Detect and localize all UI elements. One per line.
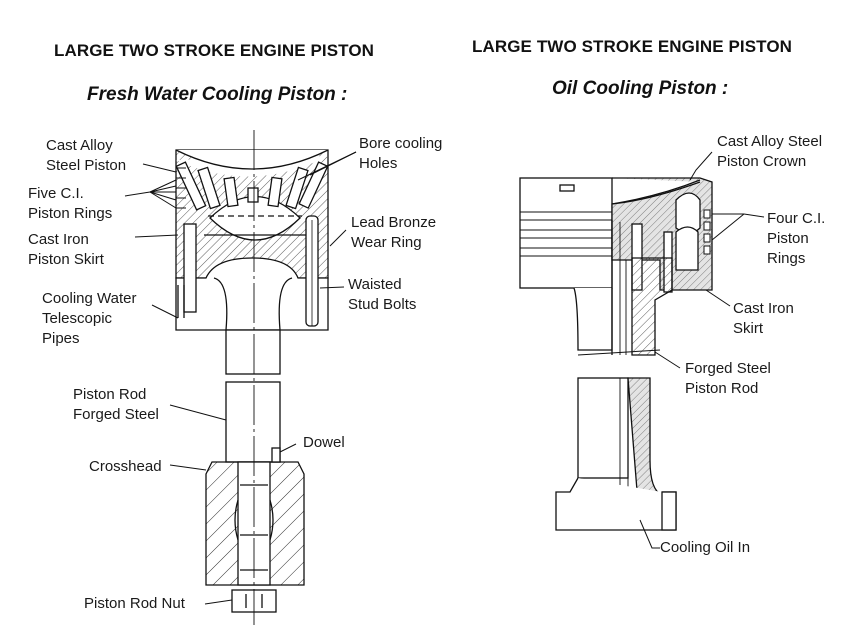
label-crosshead: Crosshead	[89, 458, 162, 475]
label-four-ci-piston-rings: Four C.I. Piston Rings	[767, 210, 826, 267]
oil-cooling-piston-drawing	[519, 177, 713, 531]
piston-skirt	[175, 257, 329, 331]
left-subtitle: Fresh Water Cooling Piston :	[87, 84, 348, 105]
label-cast-alloy-steel-piston-crown: Cast Alloy Steel Piston Crown	[717, 133, 823, 170]
label-cooling-water-telescopic-pipes: Cooling Water Telescopic Pipes	[42, 290, 137, 347]
left-leader-lines	[124, 151, 357, 605]
dowel	[271, 447, 281, 463]
label-cast-iron-piston-skirt: Cast Iron Piston Skirt	[28, 231, 104, 268]
label-lead-bronze-wear-ring: Lead Bronze Wear Ring	[351, 214, 437, 251]
label-cooling-oil-in: Cooling Oil In	[660, 539, 751, 556]
label-piston-rod-forged-steel: Piston Rod Forged Steel	[73, 386, 159, 423]
right-subtitle: Oil Cooling Piston :	[552, 78, 729, 99]
right-title: LARGE TWO STROKE ENGINE PISTON	[472, 37, 793, 56]
label-five-ci-piston-rings: Five C.I. Piston Rings	[28, 185, 113, 222]
piston-exterior	[519, 177, 613, 289]
bore-cooling-holes	[175, 161, 329, 211]
label-bore-cooling-holes: Bore cooling Holes	[359, 135, 443, 172]
left-title: LARGE TWO STROKE ENGINE PISTON	[54, 41, 375, 60]
four-piston-rings	[703, 209, 711, 255]
piston-rod-section	[631, 257, 673, 356]
piston-rod	[225, 381, 281, 463]
label-cast-iron-skirt: Cast Iron Skirt	[733, 300, 794, 337]
label-forged-steel-piston-rod: Forged Steel Piston Rod	[685, 360, 771, 397]
fresh-water-piston-drawing	[175, 130, 329, 625]
right-leader-lines	[639, 151, 765, 549]
label-dowel: Dowel	[303, 434, 345, 451]
stud-bolt-left	[183, 223, 197, 313]
label-cast-alloy-steel-piston: Cast Alloy Steel Piston	[46, 137, 127, 174]
label-waisted-stud-bolts: Waisted Stud Bolts	[348, 276, 417, 313]
piston-ring-grooves	[176, 167, 186, 209]
label-piston-rod-nut: Piston Rod Nut	[84, 595, 185, 612]
